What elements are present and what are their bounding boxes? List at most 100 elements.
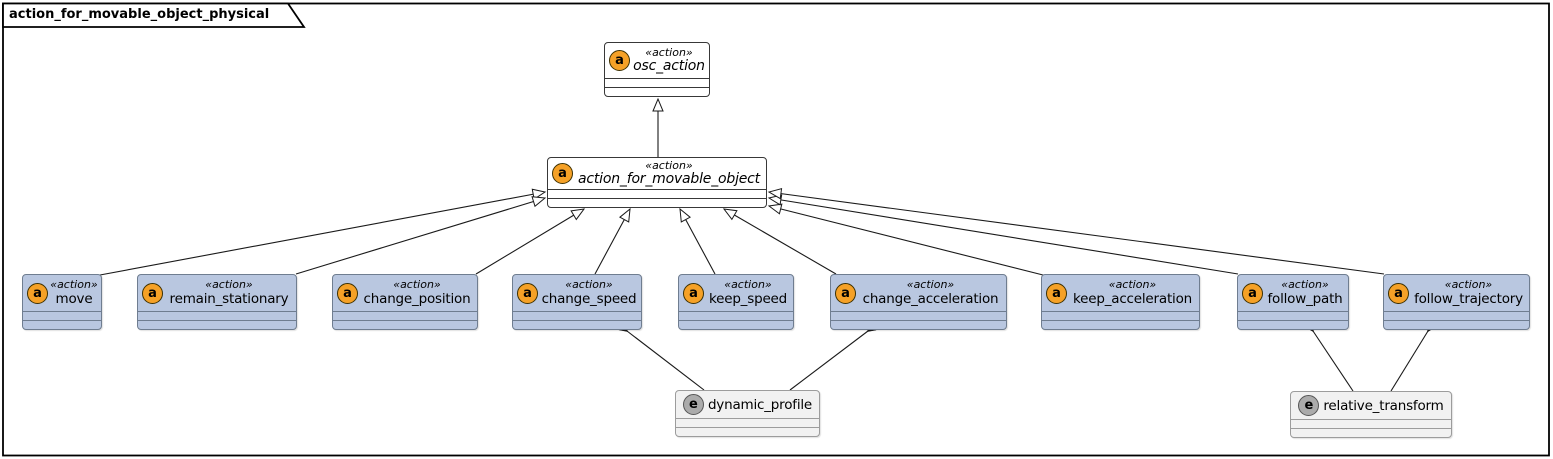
class-title: a«action»change_position [333, 275, 477, 311]
class-name: follow_path [1267, 290, 1343, 307]
class-remain_stationary[interactable]: a«action»remain_stationary [137, 274, 297, 330]
stereotype-label: «action» [1108, 278, 1157, 292]
class-action_for_movable_object[interactable]: a«action»action_for_movable_object [547, 157, 767, 208]
class-name-block: «action»change_speed [541, 278, 637, 307]
attributes-compartment [1384, 311, 1529, 320]
attributes-compartment [1042, 311, 1199, 320]
class-follow_trajectory[interactable]: a«action»follow_trajectory [1383, 274, 1530, 330]
circled-a-action-icon: a [609, 50, 630, 71]
operations-compartment [831, 320, 1006, 329]
class-name-block: «action»change_position [361, 278, 473, 307]
class-title: a«action»remain_stationary [138, 275, 296, 311]
class-name-block: «action»keep_acceleration [1070, 278, 1195, 307]
circled-e-icon: e [1298, 395, 1320, 416]
class-title: a«action»keep_acceleration [1042, 275, 1199, 311]
class-title: a«action»action_for_movable_object [548, 158, 766, 189]
class-name-block: «action»change_acceleration [859, 278, 1002, 307]
attributes-compartment [513, 311, 641, 320]
frame-title-tab [2, 2, 306, 28]
class-name-block: «action»remain_stationary [166, 278, 292, 307]
operations-compartment [548, 198, 766, 207]
class-name: action_for_movable_object [578, 170, 760, 187]
attributes-compartment [605, 78, 709, 87]
circled-e-icon: e [682, 394, 704, 415]
class-osc_action[interactable]: a«action»osc_action [604, 42, 710, 97]
circled-a-action-icon: a [1388, 282, 1409, 304]
stereotype-label: «action» [906, 278, 955, 292]
class-keep_speed[interactable]: a«action»keep_speed [678, 274, 794, 330]
class-name-block: «action»follow_trajectory [1412, 278, 1525, 307]
stereotype-label: «action» [205, 278, 253, 292]
frame-title: action_for_movable_object_physical [9, 7, 270, 22]
circled-a-action-icon: a [142, 282, 163, 304]
class-name: osc_action [633, 57, 705, 74]
stereotype-label: «action» [1281, 278, 1329, 292]
attributes-compartment [333, 311, 477, 320]
circled-a-action-icon: a [27, 282, 48, 304]
class-title: a«action»osc_action [605, 43, 709, 78]
operations-compartment [676, 427, 819, 436]
class-change_speed[interactable]: a«action»change_speed [512, 274, 642, 330]
circled-a-action-icon: a [1046, 282, 1067, 304]
class-change_acceleration[interactable]: a«action»change_acceleration [830, 274, 1007, 330]
class-name: change_speed [541, 290, 637, 307]
operations-compartment [1384, 320, 1529, 329]
class-name: move [55, 290, 93, 307]
generalization-edge-follow_path [767, 194, 1239, 275]
attributes-compartment [679, 311, 793, 320]
class-name: dynamic_profile [707, 396, 813, 413]
operations-compartment [1291, 428, 1451, 437]
class-keep_acceleration[interactable]: a«action»keep_acceleration [1041, 274, 1200, 330]
operations-compartment [333, 320, 477, 329]
class-name-block: «action»action_for_movable_object [576, 159, 762, 188]
class-name: change_position [363, 290, 471, 307]
class-title: a«action»move [23, 275, 101, 311]
attributes-compartment [138, 311, 296, 320]
generalization-edge-keep_acceleration [767, 203, 1044, 276]
class-name: relative_transform [1323, 397, 1444, 414]
attributes-compartment [23, 311, 101, 320]
class-name: change_acceleration [862, 290, 999, 307]
class-title: a«action»keep_speed [679, 275, 793, 311]
generalization-edge-change_speed [594, 207, 631, 275]
class-name: keep_speed [708, 290, 788, 307]
class-move[interactable]: a«action»move [22, 274, 102, 330]
attributes-compartment [1238, 311, 1348, 320]
stereotype-label: «action» [565, 278, 613, 292]
class-title: a«action»change_speed [513, 275, 641, 311]
class-name-block: «action»move [50, 278, 97, 307]
operations-compartment [138, 320, 296, 329]
composition-edge-change_acceleration [789, 321, 881, 391]
operations-compartment [605, 87, 709, 96]
generalization-edge-move [99, 188, 547, 276]
circled-a-action-icon: a [835, 282, 856, 304]
generalization-edge-change_acceleration [722, 208, 837, 275]
class-name-block: «action»osc_action [633, 45, 705, 75]
attributes-compartment [831, 311, 1006, 320]
operations-compartment [1042, 320, 1199, 329]
class-title: a«action»change_acceleration [831, 275, 1006, 311]
circled-a-action-icon: a [552, 163, 573, 184]
class-name: keep_acceleration [1072, 290, 1193, 307]
attributes-compartment [1291, 419, 1451, 428]
composition-edge-follow_path [1304, 318, 1354, 392]
stereotype-label: «action» [645, 45, 693, 59]
composition-edge-follow_trajectory [1390, 317, 1437, 392]
class-name: follow_trajectory [1414, 290, 1523, 307]
generalization-edge-remain_stationary [295, 196, 547, 275]
operations-compartment [679, 320, 793, 329]
operations-compartment [513, 320, 641, 329]
class-follow_path[interactable]: a«action»follow_path [1237, 274, 1349, 330]
circled-a-action-icon: a [337, 282, 358, 304]
class-name: remain_stationary [169, 290, 289, 307]
stereotype-label: «action» [724, 278, 772, 292]
circled-a-action-icon: a [517, 282, 538, 304]
class-change_position[interactable]: a«action»change_position [332, 274, 478, 330]
